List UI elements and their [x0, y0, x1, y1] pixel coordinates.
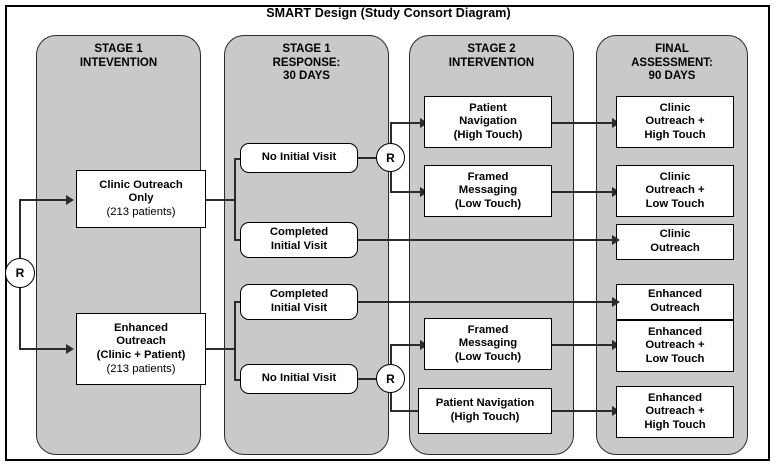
node-completed-initial-visit-1: Completed Initial Visit: [240, 222, 358, 258]
patient-navigation-high-2-label: Patient Navigation (High Touch): [435, 397, 535, 423]
node-patient-navigation-high-2: Patient Navigation (High Touch): [418, 388, 552, 434]
connector-r-upper-to-patient-nav: [390, 122, 423, 124]
node-patient-navigation-high-1: Patient Navigation (High Touch): [424, 96, 552, 148]
connector-patient-nav-1-to-outcome: [552, 122, 617, 124]
completed-initial-visit-2-label: Completed Initial Visit: [269, 288, 329, 314]
column-stage1-intervention: STAGE 1 INTEVENTION: [36, 35, 201, 455]
node-framed-messaging-low-2: Framed Messaging (Low Touch): [424, 318, 552, 370]
clinic-outreach-label: Clinic Outreach: [650, 228, 700, 254]
patient-navigation-high-1-label: Patient Navigation (High Touch): [453, 101, 523, 141]
connector-enhanced-bus: [234, 301, 236, 380]
node-no-initial-visit-2: No Initial Visit: [240, 364, 358, 394]
randomization-initial-label: R: [15, 266, 25, 280]
connector-clinic-bus: [234, 158, 236, 241]
connector-completed-2-to-enhanced-outreach: [358, 301, 617, 303]
node-framed-messaging-low-1: Framed Messaging (Low Touch): [424, 165, 552, 217]
diagram-title: SMART Design (Study Consort Diagram): [266, 6, 511, 20]
node-enhanced-outreach-high-touch: Enhanced Outreach + High Touch: [616, 386, 734, 438]
randomization-stage2-lower-label: R: [386, 371, 395, 386]
node-no-initial-visit-1: No Initial Visit: [240, 143, 358, 173]
arrow-initial-to-enhanced: [66, 344, 74, 354]
node-clinic-outreach-high-touch: Clinic Outreach + High Touch: [616, 96, 734, 148]
clinic-outreach-high-touch-label: Clinic Outreach + High Touch: [644, 101, 706, 141]
randomization-stage2-lower: R: [376, 364, 405, 393]
clinic-outreach-only-line1: Clinic Outreach: [99, 178, 183, 191]
connector-completed-1-to-clinic-outreach: [358, 239, 617, 241]
arrow-initial-to-clinic: [66, 195, 74, 205]
enhanced-outreach-high-touch-label: Enhanced Outreach + High Touch: [644, 391, 706, 431]
connector-no-visit-1-to-r: [358, 157, 378, 159]
node-clinic-outreach: Clinic Outreach: [616, 224, 734, 260]
node-clinic-outreach-low-touch: Clinic Outreach + Low Touch: [616, 165, 734, 217]
connector-patient-nav-2-to-outcome: [552, 410, 617, 412]
connector-clinic-out: [206, 199, 236, 201]
connector-no-visit-2-to-r: [358, 378, 378, 380]
connector-r-lower-to-framed: [390, 344, 423, 346]
node-enhanced-outreach-low-touch: Enhanced Outreach + Low Touch: [616, 320, 734, 372]
connector-initial-to-clinic: [19, 199, 69, 201]
node-clinic-outreach-only: Clinic Outreach Only (213 patients): [76, 170, 206, 228]
connector-r-upper-bus: [390, 122, 392, 144]
node-completed-initial-visit-2: Completed Initial Visit: [240, 284, 358, 320]
arrow-completed-1-to-clinic-outreach: [612, 235, 620, 245]
arrow-completed-2-to-enhanced-outreach: [612, 297, 620, 307]
enhanced-outreach-line1: Enhanced: [114, 321, 168, 334]
node-enhanced-outreach-only: Enhanced Outreach: [616, 284, 734, 320]
enhanced-outreach-only-label: Enhanced Outreach: [648, 288, 702, 314]
column-title-final-assessment: FINAL ASSESSMENT: 90 DAYS: [631, 43, 713, 82]
clinic-outreach-only-line2: Only: [128, 192, 154, 205]
column-title-stage2-intervention: STAGE 2 INTERVENTION: [448, 43, 535, 69]
randomization-stage2-upper-label: R: [386, 150, 395, 165]
randomization-stage2-upper: R: [376, 143, 405, 172]
connector-framed-2-to-outcome: [552, 344, 617, 346]
connector-r-lower-bus-up: [390, 344, 392, 365]
column-title-stage1-response: STAGE 1 RESPONSE: 30 DAYS: [272, 43, 341, 82]
connector-enhanced-out: [206, 348, 236, 350]
framed-messaging-low-1-label: Framed Messaging (Low Touch): [454, 170, 522, 210]
clinic-outreach-low-touch-label: Clinic Outreach + Low Touch: [645, 170, 705, 210]
node-enhanced-outreach: Enhanced Outreach (Clinic + Patient) (21…: [76, 313, 206, 385]
enhanced-outreach-line3: (Clinic + Patient): [96, 349, 186, 361]
framed-messaging-low-2-label: Framed Messaging (Low Touch): [454, 323, 522, 363]
completed-initial-visit-1-label: Completed Initial Visit: [269, 226, 329, 252]
enhanced-outreach-count: (213 patients): [106, 362, 176, 375]
no-initial-visit-2-label: No Initial Visit: [261, 372, 337, 385]
connector-r-lower-bus-down: [390, 392, 392, 412]
enhanced-outreach-line2: Outreach: [116, 335, 166, 348]
connector-framed-1-to-outcome: [552, 191, 617, 193]
connector-r-upper-bus-down: [390, 171, 392, 193]
connector-r-lower-to-patient-nav: [390, 410, 423, 412]
clinic-outreach-only-count: (213 patients): [106, 205, 176, 218]
connector-r-upper-to-framed: [390, 191, 423, 193]
connector-initial-to-enhanced: [19, 348, 69, 350]
randomization-initial: R: [5, 258, 35, 288]
no-initial-visit-1-label: No Initial Visit: [261, 151, 337, 164]
column-title-stage1-intervention: STAGE 1 INTEVENTION: [79, 43, 158, 69]
enhanced-outreach-low-touch-label: Enhanced Outreach + Low Touch: [645, 325, 705, 365]
